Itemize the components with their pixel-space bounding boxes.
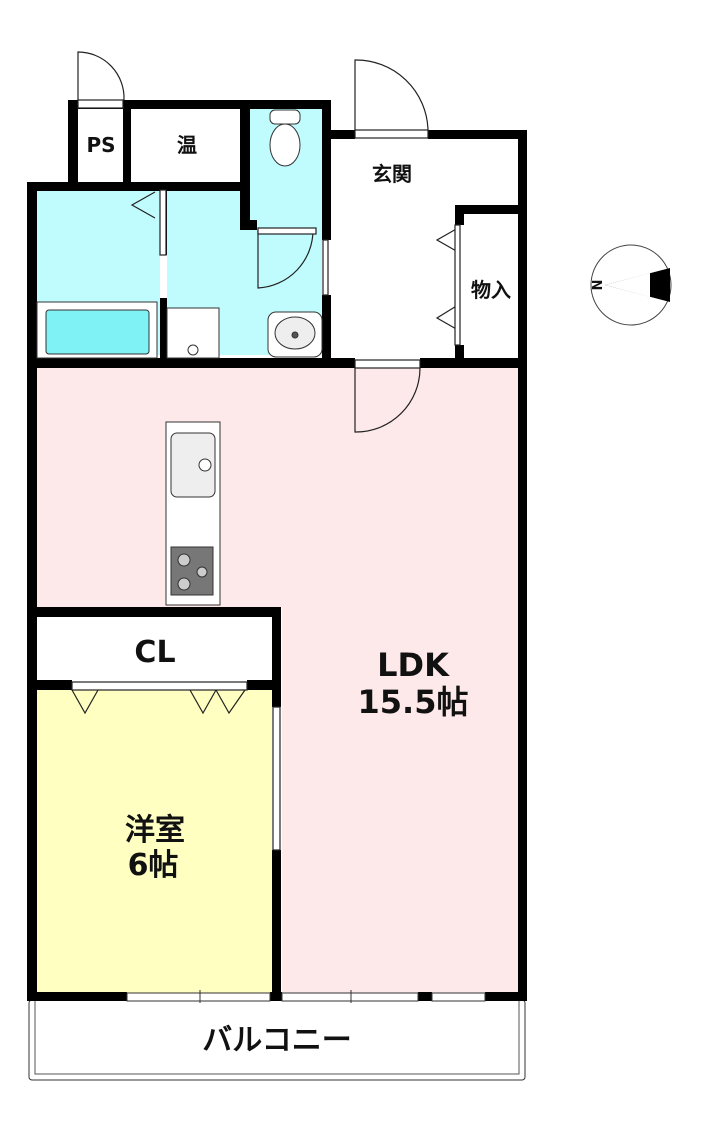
ldk-floor-main [282, 600, 518, 993]
western-room-floor [37, 690, 272, 993]
kitchen-sink [170, 432, 216, 498]
ldk-floor [37, 368, 518, 607]
compass-north-label: N [588, 280, 603, 291]
toilet [269, 109, 301, 125]
doors [71, 51, 461, 851]
room-size-western: 6帖 [128, 848, 179, 883]
room-label-entrance: 玄関 [372, 162, 412, 186]
room-size-ldk: 15.5帖 [358, 683, 469, 721]
compass: N [588, 244, 672, 326]
room-label-closet: CL [134, 635, 175, 670]
fixtures [36, 109, 323, 606]
room-label-ps: PS [86, 133, 115, 157]
windows [126, 990, 486, 1003]
room-label-ldk: LDK [377, 646, 450, 684]
room-label-storage: 物入 [471, 278, 511, 302]
room-label-western: 洋室 [125, 813, 185, 848]
room-label-water-heater: 温 [177, 133, 197, 157]
room-label-balcony: バルコニー [202, 1023, 351, 1058]
